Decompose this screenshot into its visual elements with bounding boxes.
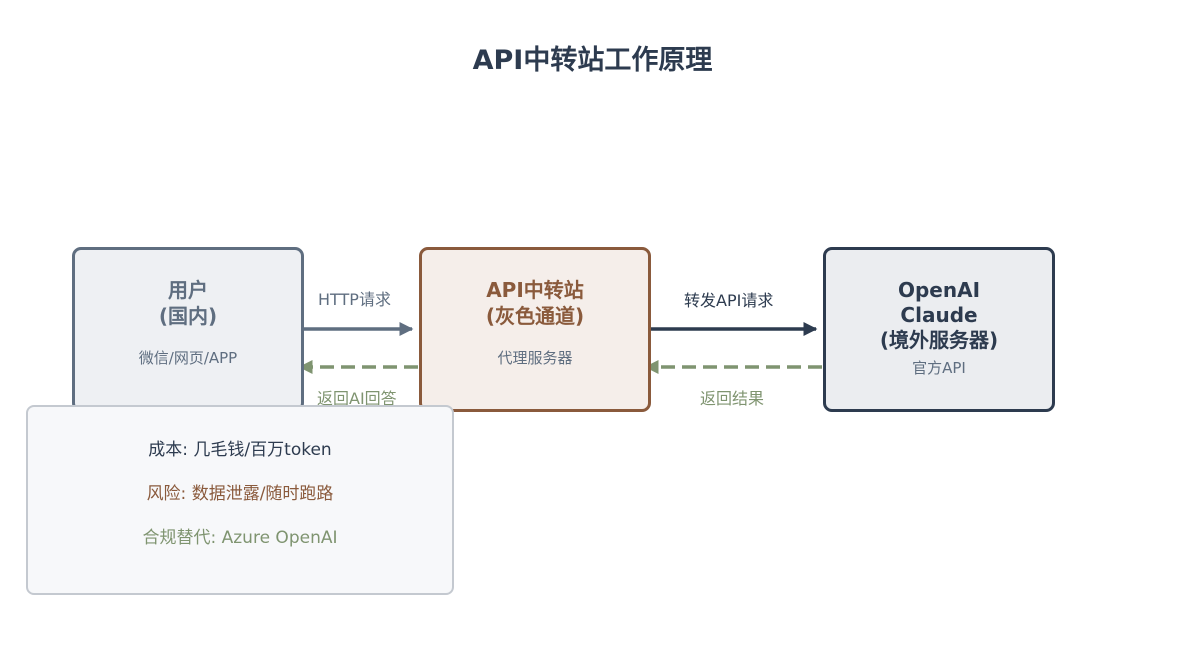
- note-cost: 成本: 几毛钱/百万token: [148, 440, 332, 460]
- server-title-line3: (境外服务器): [879, 327, 999, 352]
- user-node: 用户 (国内) 微信/网页/APP: [72, 247, 304, 412]
- server-node: OpenAI Claude (境外服务器) 官方API: [823, 247, 1055, 412]
- info-note-box: 成本: 几毛钱/百万token 风险: 数据泄露/随时跑路 合规替代: Azur…: [26, 405, 454, 595]
- edge-label-forward-request: 转发API请求: [684, 291, 774, 310]
- edge-label-http-request: HTTP请求: [318, 290, 391, 309]
- server-node-title: OpenAI Claude (境外服务器): [880, 278, 998, 353]
- proxy-node-title: API中转站 (灰色通道): [486, 277, 584, 329]
- user-node-title: 用户 (国内): [159, 277, 217, 329]
- note-alternative: 合规替代: Azure OpenAI: [142, 528, 338, 548]
- proxy-title-line1: API中转站: [486, 278, 584, 302]
- proxy-node-subtitle: 代理服务器: [497, 349, 573, 367]
- user-node-subtitle: 微信/网页/APP: [138, 349, 238, 367]
- user-title-line2: (国内): [158, 304, 218, 328]
- server-title-line2: Claude: [900, 302, 978, 327]
- edge-label-return-answer: 返回AI回答: [317, 389, 397, 408]
- user-title-line1: 用户: [168, 278, 208, 302]
- server-node-subtitle: 官方API: [912, 358, 966, 377]
- note-risk: 风险: 数据泄露/随时跑路: [146, 484, 334, 504]
- proxy-node: API中转站 (灰色通道) 代理服务器: [419, 247, 651, 412]
- edge-label-return-result: 返回结果: [700, 389, 765, 408]
- diagram-title: API中转站工作原理: [472, 45, 713, 76]
- proxy-title-line2: (灰色通道): [485, 304, 585, 328]
- server-title-line1: OpenAI: [897, 277, 981, 302]
